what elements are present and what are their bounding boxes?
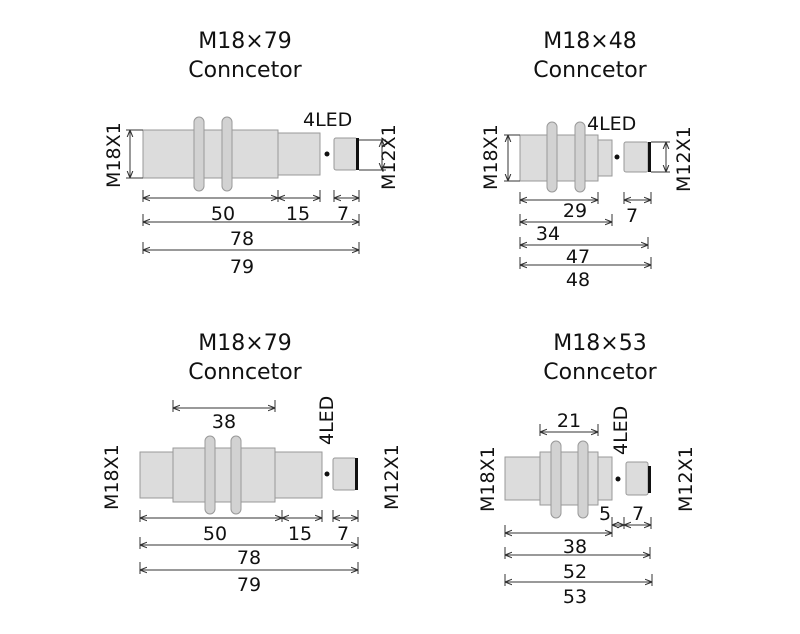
dimension-label: 50 bbox=[203, 523, 227, 545]
dimension-label: 79 bbox=[237, 574, 261, 596]
diagram-title: M18×48 bbox=[543, 29, 636, 54]
diagram-title: M18×53 bbox=[553, 331, 646, 356]
led-indicator-icon bbox=[614, 154, 620, 160]
dimension-label: 15 bbox=[286, 203, 310, 225]
led-label: 4LED bbox=[316, 396, 338, 445]
diagram-subtitle: Conncetor bbox=[533, 58, 647, 83]
dimension-lines bbox=[504, 134, 670, 269]
dimension-lines bbox=[126, 129, 386, 254]
diagram-subtitle: Conncetor bbox=[188, 360, 302, 385]
dimension-label: 34 bbox=[536, 223, 560, 245]
dimension-label: 38 bbox=[563, 536, 587, 558]
led-indicator-icon bbox=[324, 151, 330, 157]
thread-main-label: M18X1 bbox=[477, 446, 499, 512]
dimension-label: 29 bbox=[563, 200, 587, 222]
dimension-lines bbox=[139, 400, 359, 574]
led-indicator-icon bbox=[324, 471, 330, 477]
thread-connector-label: M12X1 bbox=[673, 126, 695, 192]
sensor-body bbox=[519, 121, 651, 193]
thread-connector-label: M12X1 bbox=[381, 444, 403, 510]
dimension-label: 21 bbox=[557, 410, 581, 432]
dimension-label: 15 bbox=[288, 523, 312, 545]
dimension-label: 78 bbox=[230, 228, 254, 250]
sensor-body bbox=[139, 435, 358, 515]
thread-main-label: M18X1 bbox=[480, 124, 502, 190]
led-label: 4LED bbox=[303, 109, 352, 131]
dimension-label: 79 bbox=[230, 256, 254, 278]
diagram-m18x79-b: M18×79 Conncetor 4LED M18X1 M12X1 38 50 … bbox=[101, 331, 403, 596]
dimension-label: 53 bbox=[563, 586, 587, 608]
thread-main-label: M18X1 bbox=[101, 444, 123, 510]
diagram-subtitle: Conncetor bbox=[543, 360, 657, 385]
diagram-m18x53: M18×53 Conncetor 4LED M18X1 M12X1 21 5 7… bbox=[477, 331, 697, 608]
thread-connector-label: M12X1 bbox=[675, 446, 697, 512]
thread-main-label: M18X1 bbox=[103, 122, 125, 188]
led-indicator-icon bbox=[615, 476, 621, 482]
dimension-label: 50 bbox=[211, 203, 235, 225]
dimension-label: 7 bbox=[337, 523, 349, 545]
dimension-label: 38 bbox=[212, 411, 236, 433]
diagram-title: M18×79 bbox=[198, 29, 291, 54]
dimension-label: 5 bbox=[599, 503, 611, 525]
dimension-label: 7 bbox=[626, 205, 638, 227]
dimension-lines bbox=[504, 424, 653, 586]
dimension-label: 47 bbox=[566, 246, 590, 268]
dimension-label: 52 bbox=[563, 561, 587, 583]
sensor-body bbox=[504, 440, 651, 519]
dimension-label: 7 bbox=[632, 503, 644, 525]
thread-connector-label: M12X1 bbox=[378, 124, 400, 190]
diagram-subtitle: Conncetor bbox=[188, 58, 302, 83]
dimension-label: 48 bbox=[566, 269, 590, 291]
sensor-body bbox=[142, 116, 359, 192]
dimension-label: 7 bbox=[337, 203, 349, 225]
dimension-label: 78 bbox=[237, 547, 261, 569]
led-label: 4LED bbox=[610, 406, 632, 455]
diagram-m18x48: M18×48 Conncetor 4LED M18X1 M12X1 29 7 3… bbox=[480, 29, 695, 291]
led-label: 4LED bbox=[587, 113, 636, 135]
diagram-m18x79-a: M18×79 Conncetor 4LED M18X1 M12X1 50 15 … bbox=[103, 29, 400, 278]
diagram-title: M18×79 bbox=[198, 331, 291, 356]
